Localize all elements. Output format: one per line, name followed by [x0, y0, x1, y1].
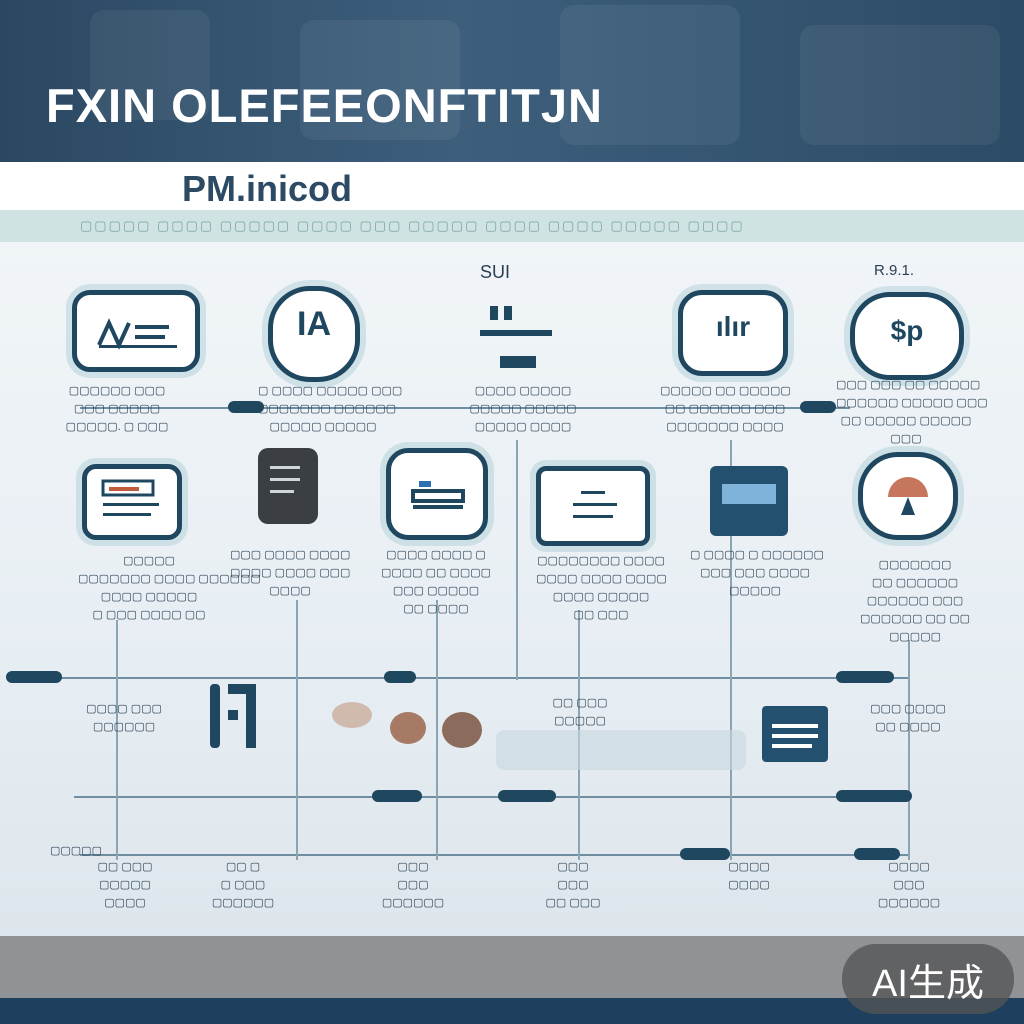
faded-bar: [496, 730, 746, 770]
bottom-left-label: ▢▢▢▢▢: [50, 845, 102, 857]
caption-13: ▢▢ ▢▢▢▢▢▢▢▢: [552, 697, 608, 727]
banner-title: FXIN OLEFEEONFTITJN: [46, 79, 603, 132]
line-node: [498, 790, 556, 802]
caption-1: ▢▢▢▢▢▢ ▢▢▢▢▢▢ ▢▢▢▢▢▢▢▢▢▢. ▢ ▢▢▢: [65, 385, 169, 433]
connector-vline: [116, 620, 118, 860]
line-node: [6, 671, 62, 683]
blurred-shapes: [330, 694, 490, 754]
bottom-caption-6: ▢▢▢▢▢▢▢▢▢▢▢▢▢: [877, 861, 941, 909]
connector-vline: [516, 440, 518, 680]
line-node: [800, 401, 836, 413]
caption-10: ▢ ▢▢▢▢ ▢ ▢▢▢▢▢▢▢▢▢ ▢▢▢ ▢▢▢▢▢▢▢▢▢: [690, 549, 824, 597]
caption-3: ▢▢▢▢ ▢▢▢▢▢▢▢▢▢▢ ▢▢▢▢▢▢▢▢▢▢ ▢▢▢▢: [469, 385, 577, 433]
subtitle: PM.inicod: [182, 168, 352, 209]
center-top-label: SUI: [480, 262, 511, 282]
chart-cloud-icon: [858, 452, 958, 540]
connector-line-1: [80, 407, 850, 409]
remote-device-icon: [258, 448, 318, 524]
connector-vline: [436, 600, 438, 860]
dollar-cloud-icon: $p: [850, 292, 964, 380]
bottom-caption-4: ▢▢▢▢▢▢▢▢ ▢▢▢: [545, 861, 601, 909]
line-node: [836, 671, 894, 683]
connector-vline: [908, 640, 910, 860]
printer-icon: [386, 448, 488, 540]
caption-4: ▢▢▢▢▢ ▢▢ ▢▢▢▢▢▢▢ ▢▢▢▢▢▢ ▢▢▢▢▢▢▢▢▢▢ ▢▢▢▢: [660, 385, 791, 433]
bottom-caption-5: ▢▢▢▢▢▢▢▢: [728, 861, 770, 891]
caption-6: ▢▢▢▢▢▢▢▢▢▢▢▢ ▢▢▢▢ ▢▢▢▢▢▢▢▢▢▢ ▢▢▢▢▢▢ ▢▢▢ …: [78, 555, 261, 621]
connector-line-2: [10, 677, 910, 679]
speech-bubble-icon: IA: [268, 286, 360, 382]
caption-9: ▢▢▢▢▢▢▢▢ ▢▢▢▢▢▢▢▢ ▢▢▢▢ ▢▢▢▢▢▢▢▢ ▢▢▢▢▢▢▢ …: [536, 555, 667, 621]
line-node: [854, 848, 900, 860]
line-node: [680, 848, 730, 860]
strip-text: ▢▢▢▢▢ ▢▢▢▢ ▢▢▢▢▢ ▢▢▢▢ ▢▢▢ ▢▢▢▢▢ ▢▢▢▢ ▢▢▢…: [80, 218, 745, 233]
bottom-caption-3: ▢▢▢▢▢▢▢▢▢▢▢▢: [381, 861, 445, 909]
caption-12: ▢▢▢▢ ▢▢▢▢▢▢▢▢▢: [86, 703, 162, 733]
caption-11: ▢▢▢▢▢▢▢▢▢ ▢▢▢▢▢▢▢▢▢▢▢▢ ▢▢▢▢▢▢▢▢▢ ▢▢ ▢▢▢▢…: [860, 559, 971, 643]
bottom-caption-2: ▢▢ ▢▢ ▢▢▢▢▢▢▢▢▢: [211, 861, 275, 909]
list-card-icon: [536, 466, 650, 546]
bar-chart-bubble-icon: ılır: [678, 290, 788, 376]
line-node: [228, 401, 264, 413]
chart-card-icon: [72, 290, 200, 372]
connector-vline: [730, 440, 732, 860]
line-node: [384, 671, 416, 683]
caption-2: ▢ ▢▢▢▢ ▢▢▢▢▢ ▢▢▢▢▢▢▢▢▢▢ ▢▢▢▢▢▢▢▢▢▢▢ ▢▢▢▢…: [258, 385, 403, 433]
caption-8: ▢▢▢▢ ▢▢▢▢ ▢▢▢▢▢ ▢▢ ▢▢▢▢▢▢▢ ▢▢▢▢▢▢▢ ▢▢▢▢: [380, 549, 492, 615]
chart-bars-icon: [476, 300, 556, 380]
connector-vline: [296, 600, 298, 860]
bottom-caption-1: ▢▢ ▢▢▢▢▢▢▢▢▢▢▢▢: [97, 861, 153, 909]
line-node: [836, 790, 912, 802]
caption-7: ▢▢▢ ▢▢▢▢ ▢▢▢▢▢▢▢▢ ▢▢▢▢ ▢▢▢▢▢▢▢: [230, 549, 351, 597]
caption-5: ▢▢▢ ▢▢▢ ▢▢ ▢▢▢▢▢▢▢▢▢▢▢ ▢▢▢▢▢ ▢▢▢▢▢ ▢▢▢▢▢…: [836, 379, 988, 445]
header-banner: [0, 0, 1024, 162]
document-card-icon: [82, 464, 182, 540]
right-top-label: R.9.1.: [874, 262, 915, 279]
subtitle-strip: [0, 162, 1024, 212]
connector-line-4: [80, 854, 910, 856]
caption-14: ▢▢▢ ▢▢▢▢▢▢ ▢▢▢▢: [870, 703, 946, 733]
ai-generated-badge: AI生成: [842, 944, 1014, 1014]
connector-line-3: [74, 796, 910, 798]
bracket-icon: [210, 684, 256, 748]
line-node: [372, 790, 422, 802]
monitor-icon: [710, 466, 788, 536]
decorative-strip: [0, 210, 1024, 242]
document-screen-icon: [762, 706, 828, 762]
